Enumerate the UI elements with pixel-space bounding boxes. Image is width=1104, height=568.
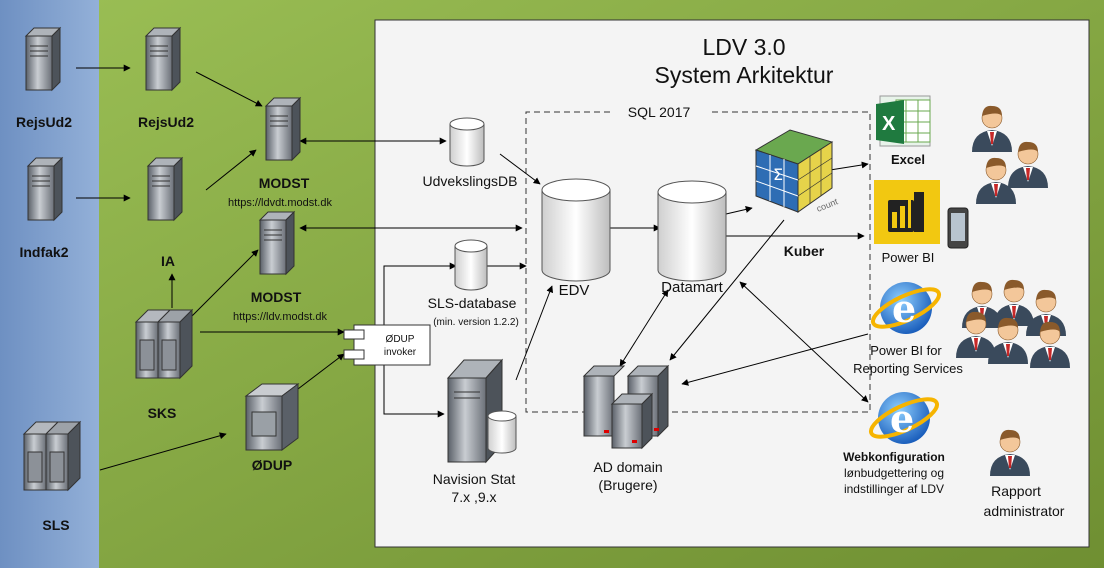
ad-domain-servers-icon bbox=[582, 364, 670, 450]
sls-database-note: (min. version 1.2.2) bbox=[433, 317, 519, 328]
datamart-cylinder-icon bbox=[657, 180, 727, 282]
pbirs-label-line2: Reporting Services bbox=[853, 361, 963, 376]
modst2-url: https://ldv.modst.dk bbox=[233, 311, 327, 323]
sls-mainframe-icon bbox=[23, 421, 81, 491]
indfak2-label: Indfak2 bbox=[19, 244, 68, 260]
powerbi-label: Power BI bbox=[882, 250, 935, 265]
navision-label-line1: Navision Stat bbox=[433, 471, 516, 487]
ia-server-icon bbox=[147, 157, 183, 221]
svg-text:X: X bbox=[882, 113, 896, 135]
rapport-admin-label-line2: administrator bbox=[984, 503, 1065, 519]
navision-label-line2: 7.x ,9.x bbox=[451, 489, 496, 505]
indfak2-server-icon bbox=[27, 157, 63, 221]
excel-label: Excel bbox=[891, 152, 925, 167]
powerbi-icon bbox=[874, 180, 940, 244]
modst1-label: MODST bbox=[259, 175, 310, 191]
svg-text:e: e bbox=[892, 286, 916, 331]
svg-text:Σ: Σ bbox=[773, 165, 783, 184]
edv-cylinder-icon bbox=[541, 178, 611, 282]
modst2-label: MODST bbox=[251, 289, 302, 305]
modst1-url: https://ldvdt.modst.dk bbox=[228, 197, 332, 209]
rejsud2-server-icon bbox=[145, 27, 181, 91]
sls-label: SLS bbox=[42, 517, 69, 533]
svg-text:e: e bbox=[890, 396, 914, 441]
webconf-ie-icon: e bbox=[868, 392, 940, 444]
diagram-title-line2: System Arkitektur bbox=[655, 62, 834, 88]
olap-cube-icon: Σ count bbox=[754, 129, 840, 214]
rejsud2-label: RejsUd2 bbox=[138, 114, 194, 130]
sql-boundary bbox=[525, 111, 871, 413]
navision-server-icon bbox=[446, 358, 517, 464]
udvekslingsdb-cylinder-icon bbox=[449, 117, 485, 167]
rapport-admin-label-line1: Rapport bbox=[991, 483, 1041, 499]
sls-database-cylinder-icon bbox=[454, 239, 488, 291]
webconf-label-line2: lønbudgettering og bbox=[844, 466, 944, 480]
modst2-server-icon bbox=[259, 211, 295, 275]
ia-label: IA bbox=[161, 253, 175, 269]
odup-invoker-component bbox=[343, 324, 431, 366]
sks-label: SKS bbox=[148, 405, 177, 421]
odup-invoker-label-line2: invoker bbox=[384, 347, 417, 358]
ad-domain-label-line1: AD domain bbox=[593, 459, 662, 475]
pbirs-ie-icon: e bbox=[870, 282, 942, 334]
edv-label: EDV bbox=[559, 282, 590, 299]
modst1-server-icon bbox=[265, 97, 301, 161]
users-crowd-icon bbox=[955, 279, 1071, 369]
rejsud2-source-label: RejsUd2 bbox=[16, 114, 72, 130]
odup-invoker-label-line1: ØDUP bbox=[386, 334, 415, 345]
pbirs-label-line1: Power BI for bbox=[870, 343, 942, 358]
udvekslingsdb-label: UdvekslingsDB bbox=[423, 173, 518, 189]
sls-database-label: SLS-database bbox=[428, 295, 517, 311]
odup-appliance-icon bbox=[244, 383, 300, 451]
webconf-label-line3: indstillinger af LDV bbox=[844, 482, 944, 496]
sql-region-label: SQL 2017 bbox=[628, 104, 691, 120]
connectors bbox=[76, 64, 869, 471]
odup-label: ØDUP bbox=[252, 457, 292, 473]
diagram-title-line1: LDV 3.0 bbox=[702, 34, 785, 60]
rejsud2-source-server-icon bbox=[25, 27, 61, 91]
kuber-label: Kuber bbox=[784, 243, 825, 259]
sks-mainframe-icon bbox=[135, 309, 193, 379]
webconf-label-line1: Webkonfiguration bbox=[843, 450, 945, 464]
excel-icon: X bbox=[876, 95, 931, 147]
mobile-phone-icon bbox=[947, 207, 969, 249]
ad-domain-label-line2: (Brugere) bbox=[598, 477, 657, 493]
datamart-label: Datamart bbox=[661, 279, 724, 296]
